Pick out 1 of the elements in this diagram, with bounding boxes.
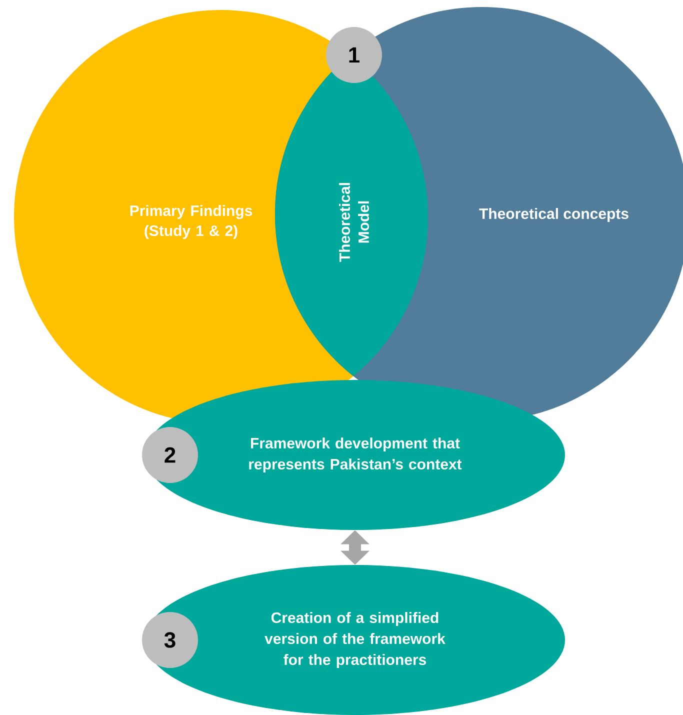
overlap-lens: Theoretical Model [339, 183, 369, 262]
